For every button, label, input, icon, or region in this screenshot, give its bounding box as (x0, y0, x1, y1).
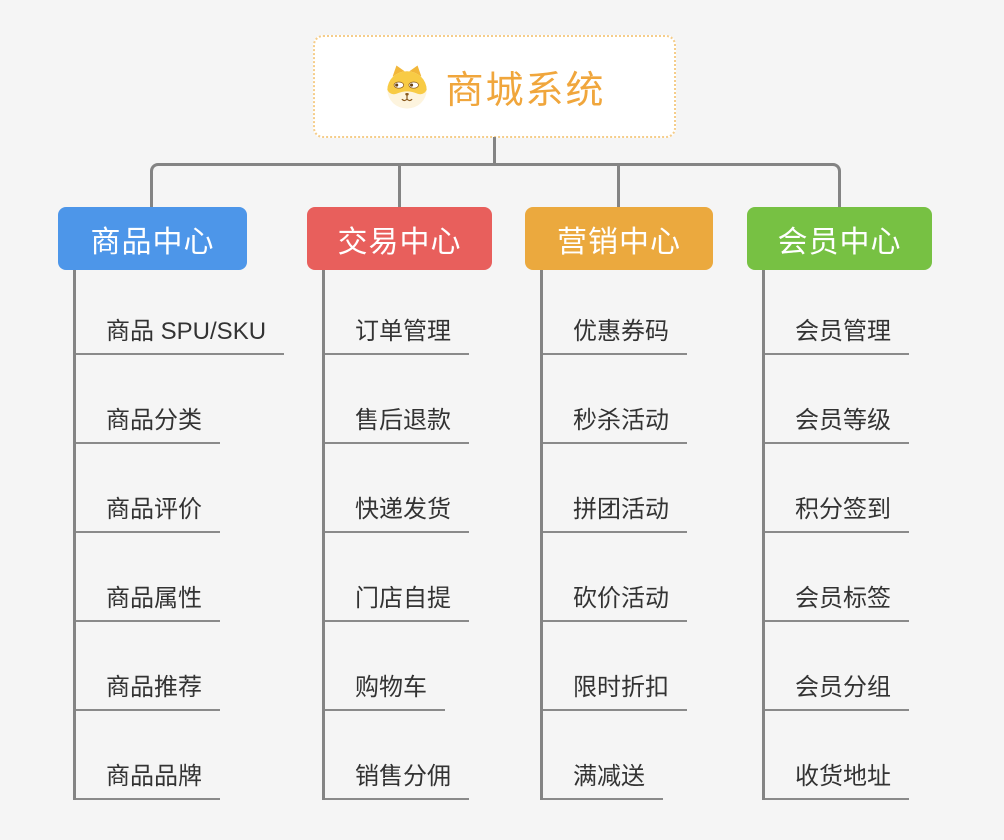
item-label[interactable]: 积分签到 (765, 489, 909, 533)
item-label[interactable]: 会员管理 (765, 311, 909, 355)
branch-items: 订单管理 售后退款 快递发货 门店自提 购物车 销售分佣 (322, 270, 492, 800)
mindmap-item: 售后退款 (325, 355, 492, 444)
branch-product-center: 商品中心 商品 SPU/SKU 商品分类 商品评价 商品属性 商品推荐 商品品牌 (58, 207, 285, 800)
item-label[interactable]: 订单管理 (325, 311, 469, 355)
item-label[interactable]: 商品评价 (76, 489, 220, 533)
branch-head-trade[interactable]: 交易中心 (307, 207, 492, 270)
connector-bus (150, 163, 841, 209)
item-label[interactable]: 商品推荐 (76, 667, 220, 711)
item-label[interactable]: 拼团活动 (543, 489, 687, 533)
dog-face-icon (387, 64, 428, 109)
item-label[interactable]: 秒杀活动 (543, 400, 687, 444)
branch-items: 优惠券码 秒杀活动 拼团活动 砍价活动 限时折扣 满减送 (540, 270, 713, 800)
item-label[interactable]: 商品品牌 (76, 756, 220, 800)
item-label[interactable]: 商品分类 (76, 400, 220, 444)
mindmap-item: 限时折扣 (543, 622, 713, 711)
item-label[interactable]: 会员标签 (765, 578, 909, 622)
item-label[interactable]: 快递发货 (325, 489, 469, 533)
mindmap-item: 会员管理 (765, 270, 932, 355)
mindmap-item: 商品评价 (76, 444, 247, 533)
branch-head-marketing[interactable]: 营销中心 (525, 207, 713, 270)
item-label[interactable]: 会员分组 (765, 667, 909, 711)
item-label[interactable]: 满减送 (543, 756, 663, 800)
item-label[interactable]: 砍价活动 (543, 578, 687, 622)
connector-drop-trade (398, 166, 401, 209)
branch-trade-center: 交易中心 订单管理 售后退款 快递发货 门店自提 购物车 销售分佣 (307, 207, 492, 800)
item-label[interactable]: 会员等级 (765, 400, 909, 444)
mindmap-item: 订单管理 (325, 270, 492, 355)
mindmap-item: 秒杀活动 (543, 355, 713, 444)
mindmap-item: 商品分类 (76, 355, 247, 444)
branch-head-product[interactable]: 商品中心 (58, 207, 247, 270)
mindmap-item: 优惠券码 (543, 270, 713, 355)
branch-marketing-center: 营销中心 优惠券码 秒杀活动 拼团活动 砍价活动 限时折扣 满减送 (525, 207, 713, 800)
mindmap-item: 商品推荐 (76, 622, 247, 711)
mindmap-item: 会员等级 (765, 355, 932, 444)
item-label[interactable]: 门店自提 (325, 578, 469, 622)
branch-items: 会员管理 会员等级 积分签到 会员标签 会员分组 收货地址 (762, 270, 932, 800)
item-label[interactable]: 商品属性 (76, 578, 220, 622)
branch-member-center: 会员中心 会员管理 会员等级 积分签到 会员标签 会员分组 收货地址 (747, 207, 932, 800)
mindmap-item: 拼团活动 (543, 444, 713, 533)
mindmap-item: 购物车 (325, 622, 492, 711)
root-title: 商城系统 (445, 70, 606, 112)
item-label[interactable]: 售后退款 (325, 400, 469, 444)
item-label[interactable]: 商品 SPU/SKU (76, 311, 285, 355)
mindmap-item: 收货地址 (765, 711, 932, 800)
mindmap-item: 会员分组 (765, 622, 932, 711)
mindmap-item: 会员标签 (765, 533, 932, 622)
item-label[interactable]: 销售分佣 (325, 756, 469, 800)
item-label[interactable]: 收货地址 (765, 756, 909, 800)
mindmap-item: 门店自提 (325, 533, 492, 622)
mindmap-item: 商品属性 (76, 533, 247, 622)
mindmap-item: 商品品牌 (76, 711, 247, 800)
item-label[interactable]: 购物车 (325, 667, 445, 711)
connector-root-drop (493, 137, 496, 165)
branch-head-member[interactable]: 会员中心 (747, 207, 932, 270)
mindmap-item: 快递发货 (325, 444, 492, 533)
item-label[interactable]: 限时折扣 (543, 667, 687, 711)
item-label[interactable]: 优惠券码 (543, 311, 687, 355)
mindmap-item: 销售分佣 (325, 711, 492, 800)
mindmap-item: 砍价活动 (543, 533, 713, 622)
branch-items: 商品 SPU/SKU 商品分类 商品评价 商品属性 商品推荐 商品品牌 (73, 270, 285, 800)
mindmap-item: 满减送 (543, 711, 713, 800)
connector-drop-marketing (617, 166, 620, 209)
mindmap-item: 商品 SPU/SKU (76, 270, 285, 355)
root-node[interactable]: 商城系统 (313, 35, 676, 138)
mindmap-item: 积分签到 (765, 444, 932, 533)
